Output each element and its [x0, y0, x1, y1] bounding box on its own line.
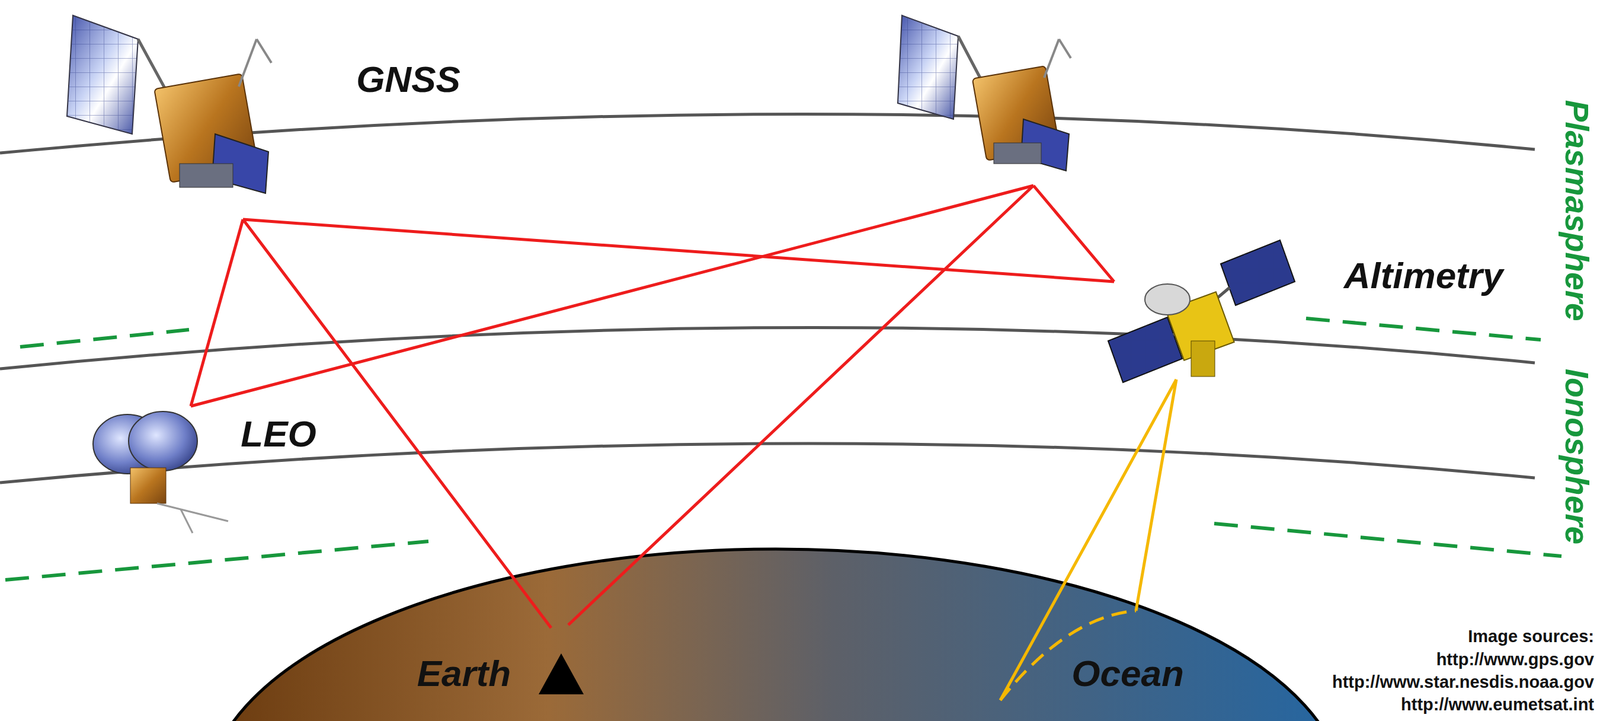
satellite-label: GNSS — [356, 61, 461, 98]
region-boundaries — [5, 318, 1562, 580]
ground-station — [538, 653, 584, 694]
region-label: Plasmasphere — [1560, 100, 1593, 322]
altimetry-lines — [1000, 379, 1177, 700]
gnss-satellite — [66, 15, 272, 194]
satellite-label: Altimetry — [1344, 257, 1504, 294]
signal-lines — [190, 185, 1115, 628]
region-label: Ionosphere — [1560, 368, 1593, 544]
altimetry-satellite — [1108, 240, 1295, 383]
source-note: Image sources: — [1467, 627, 1595, 645]
leo-satellite — [93, 411, 229, 533]
earth-ellipse — [206, 548, 1345, 721]
source-note: http://www.gps.gov — [1436, 650, 1595, 668]
satellite-label: LEO — [240, 415, 316, 453]
orbit-lines — [0, 113, 1535, 483]
surface-label: Ocean — [1071, 654, 1184, 692]
source-note: http://www.eumetsat.int — [1400, 695, 1595, 713]
source-note: http://www.star.nesdis.noaa.gov — [1332, 673, 1595, 691]
gnss-satellite — [897, 15, 1071, 171]
surface-label: Earth — [417, 654, 511, 692]
